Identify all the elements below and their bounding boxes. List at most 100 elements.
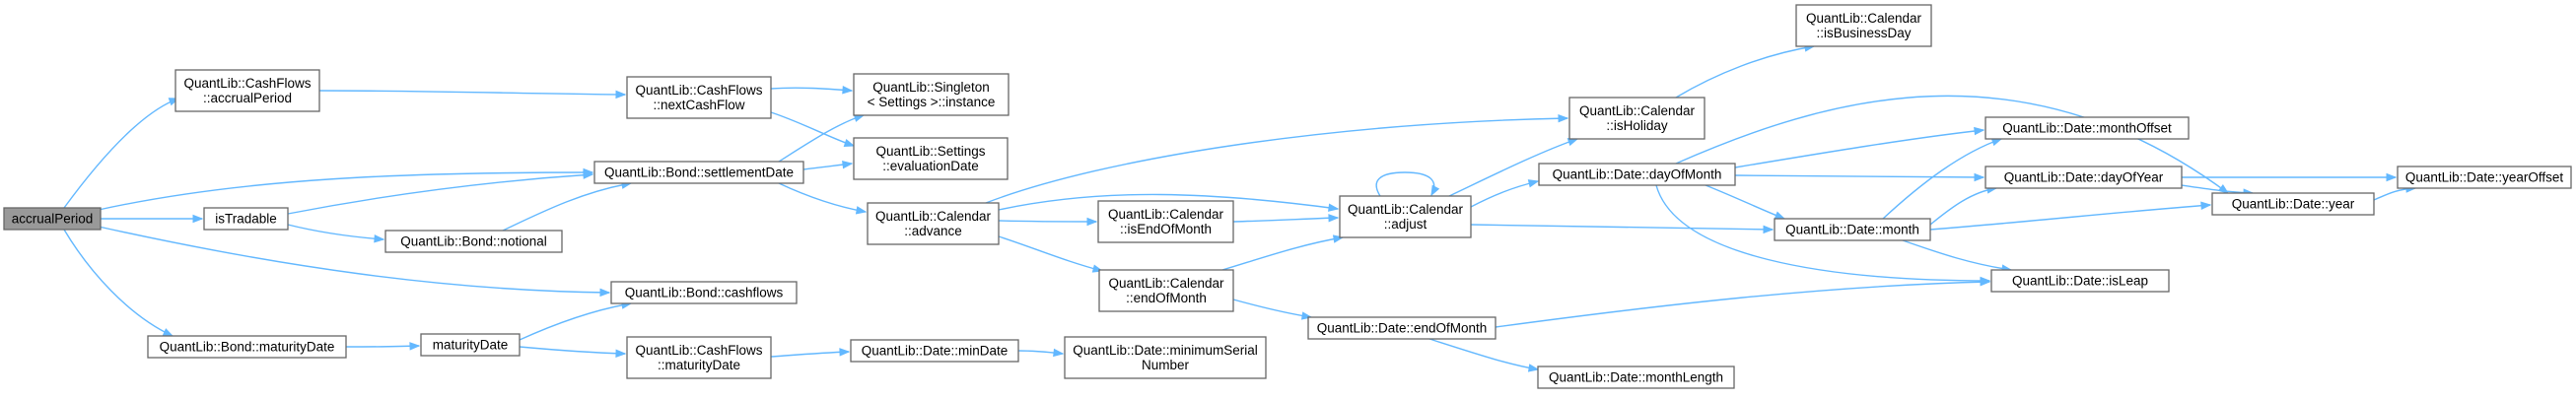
edge-bond_notional-to-bond_settlementDate xyxy=(502,180,633,232)
node-box xyxy=(1984,116,2190,140)
node-label: QuantLib::Calendar xyxy=(1806,11,1922,26)
node-date_year[interactable]: QuantLib::Date::year xyxy=(2211,192,2375,216)
edge-maturityDate-to-bond_cashflows xyxy=(519,300,633,341)
edge-cal_isEndOfMonth-to-cal_adjust xyxy=(1232,214,1340,223)
edge-cal_adjust-to-cal_isHoliday xyxy=(1448,138,1579,197)
node-box xyxy=(203,207,289,231)
node-label: QuantLib::Settings xyxy=(875,144,985,159)
node-bond_cashflows[interactable]: QuantLib::Bond::cashflows xyxy=(610,281,798,304)
edge-cal_advance-to-cal_isEndOfMonth xyxy=(998,217,1098,227)
edge-cf_nextCashFlow-to-singleton_instance xyxy=(770,86,854,95)
node-date_dayOfYear[interactable]: QuantLib::Date::dayOfYear xyxy=(1984,166,2183,189)
node-label: QuantLib::Date::dayOfYear xyxy=(2004,170,2164,185)
node-box xyxy=(1097,200,1234,243)
node-label: < Settings >::instance xyxy=(868,95,996,109)
node-date_minDate[interactable]: QuantLib::Date::minDate xyxy=(850,339,1019,363)
node-label: QuantLib::Date::year xyxy=(2232,197,2355,212)
node-label: ::advance xyxy=(904,224,962,238)
edge-cf_accrualPeriod-to-cf_nextCashFlow xyxy=(318,90,627,100)
node-date_isLeap[interactable]: QuantLib::Date::isLeap xyxy=(1990,269,2170,293)
edge-cf_nextCashFlow-to-settings_evalDate xyxy=(770,111,856,148)
node-isTradable[interactable]: isTradable xyxy=(203,207,289,231)
node-singleton_instance[interactable]: QuantLib::Singleton< Settings >::instanc… xyxy=(853,73,1010,116)
node-box xyxy=(147,335,347,359)
node-label: ::maturityDate xyxy=(658,358,740,372)
edge-accrualPeriod-to-bond_maturityDate xyxy=(63,229,174,337)
node-label: QuantLib::Bond::settlementDate xyxy=(604,166,794,180)
node-label: ::adjust xyxy=(1384,217,1427,232)
node-cal_advance[interactable]: QuantLib::Calendar::advance xyxy=(867,202,1000,245)
edge-date_month-to-date_monthOffset xyxy=(1882,138,2003,220)
node-settings_evalDate[interactable]: QuantLib::Settings::evaluationDate xyxy=(853,137,1009,180)
node-date_endOfMonth[interactable]: QuantLib::Date::endOfMonth xyxy=(1307,316,1497,340)
node-label: accrualPeriod xyxy=(12,212,94,227)
node-maturityDate[interactable]: maturityDate xyxy=(420,333,521,357)
edge-date_month-to-date_dayOfYear xyxy=(1929,185,1998,226)
node-date_monthLength[interactable]: QuantLib::Date::monthLength xyxy=(1537,366,1735,389)
node-cal_endOfMonth[interactable]: QuantLib::Calendar::endOfMonth xyxy=(1098,269,1234,312)
node-bond_notional[interactable]: QuantLib::Bond::notional xyxy=(384,230,563,253)
node-label: QuantLib::Bond::cashflows xyxy=(625,286,784,300)
edge-isTradable-to-bond_notional xyxy=(287,224,385,243)
node-box xyxy=(1774,218,1931,241)
node-label: Number xyxy=(1142,358,1190,372)
edge-date_dayOfMonth-to-date_monthOffset xyxy=(1734,126,1985,168)
edge-isTradable-to-bond_settlementDate xyxy=(287,170,594,215)
node-box xyxy=(1339,195,1472,238)
node-cf_nextCashFlow[interactable]: QuantLib::CashFlows::nextCashFlow xyxy=(626,76,772,119)
edge-cal_advance-to-cal_endOfMonth xyxy=(998,235,1104,273)
node-label: QuantLib::Calendar xyxy=(1108,207,1224,222)
edge-date_dayOfYear-to-date_yearOffset xyxy=(2182,172,2398,182)
node-cal_isHoliday[interactable]: QuantLib::Calendar::isHoliday xyxy=(1568,97,1706,140)
node-cf_maturityDate[interactable]: QuantLib::CashFlows::maturityDate xyxy=(626,336,772,379)
call-graph-edges xyxy=(63,43,2417,372)
edge-cal_advance-to-cal_isHoliday xyxy=(985,113,1569,204)
edge-accrualPeriod-to-cf_accrualPeriod xyxy=(63,98,180,209)
node-box xyxy=(626,76,772,119)
node-label: QuantLib::Date::monthOffset xyxy=(2002,121,2172,136)
node-label: ::isBusinessDay xyxy=(1816,26,1911,40)
node-label: QuantLib::Bond::notional xyxy=(400,234,547,249)
node-box xyxy=(3,207,102,231)
node-label: ::isHoliday xyxy=(1606,118,1668,133)
edge-accrualPeriod-to-isTradable xyxy=(101,214,204,224)
node-box xyxy=(1984,166,2183,189)
edge-date_dayOfMonth-to-date_month xyxy=(1705,184,1786,220)
node-box xyxy=(867,202,1000,245)
node-label: ::accrualPeriod xyxy=(203,91,292,105)
call-graph-nodes: accrualPeriod QuantLib::CashFlows::accrua… xyxy=(3,4,2572,389)
edge-cf_maturityDate-to-date_minDate xyxy=(770,348,851,358)
node-label: QuantLib::Date::monthLength xyxy=(1549,370,1723,385)
node-label: ::isEndOfMonth xyxy=(1120,222,1212,236)
node-bond_settlementDate[interactable]: QuantLib::Bond::settlementDate xyxy=(593,161,804,184)
node-label: ::nextCashFlow xyxy=(653,98,744,112)
node-box xyxy=(1307,316,1497,340)
edge-maturityDate-to-cf_maturityDate xyxy=(519,346,627,358)
node-box xyxy=(850,339,1019,363)
node-label: QuantLib::Date::dayOfMonth xyxy=(1553,167,1722,182)
edge-cal_adjust-to-date_month xyxy=(1470,224,1775,234)
node-box xyxy=(1064,336,1267,379)
edge-date_endOfMonth-to-date_monthLength xyxy=(1428,338,1540,372)
node-date_dayOfMonth[interactable]: QuantLib::Date::dayOfMonth xyxy=(1538,163,1736,186)
edge-cal_endOfMonth-to-date_endOfMonth xyxy=(1232,299,1313,320)
node-box xyxy=(593,161,804,184)
edge-cal_adjust-to-cal_adjust xyxy=(1375,171,1440,197)
edge-date_month-to-date_isLeap xyxy=(1902,239,2013,273)
node-cf_accrualPeriod[interactable]: QuantLib::CashFlows::accrualPeriod xyxy=(174,69,320,112)
edge-cal_adjust-to-date_dayOfMonth xyxy=(1470,179,1540,208)
node-date_yearOffset[interactable]: QuantLib::Date::yearOffset xyxy=(2397,166,2572,189)
node-label: QuantLib::Date::minimumSerial xyxy=(1073,343,1258,358)
edge-date_month-to-date_year xyxy=(1929,201,2212,231)
node-date_monthOffset[interactable]: QuantLib::Date::monthOffset xyxy=(1984,116,2190,140)
node-cal_isEndOfMonth[interactable]: QuantLib::Calendar::isEndOfMonth xyxy=(1097,200,1234,243)
node-label: QuantLib::CashFlows xyxy=(635,83,762,98)
node-box xyxy=(1538,163,1736,186)
node-cal_isBusinessDay[interactable]: QuantLib::Calendar::isBusinessDay xyxy=(1795,4,1932,47)
node-bond_maturityDate[interactable]: QuantLib::Bond::maturityDate xyxy=(147,335,347,359)
node-date_month[interactable]: QuantLib::Date::month xyxy=(1774,218,1931,241)
edge-bond_settlementDate-to-cal_advance xyxy=(778,182,868,215)
node-box xyxy=(626,336,772,379)
node-cal_adjust[interactable]: QuantLib::Calendar::adjust xyxy=(1339,195,1472,238)
